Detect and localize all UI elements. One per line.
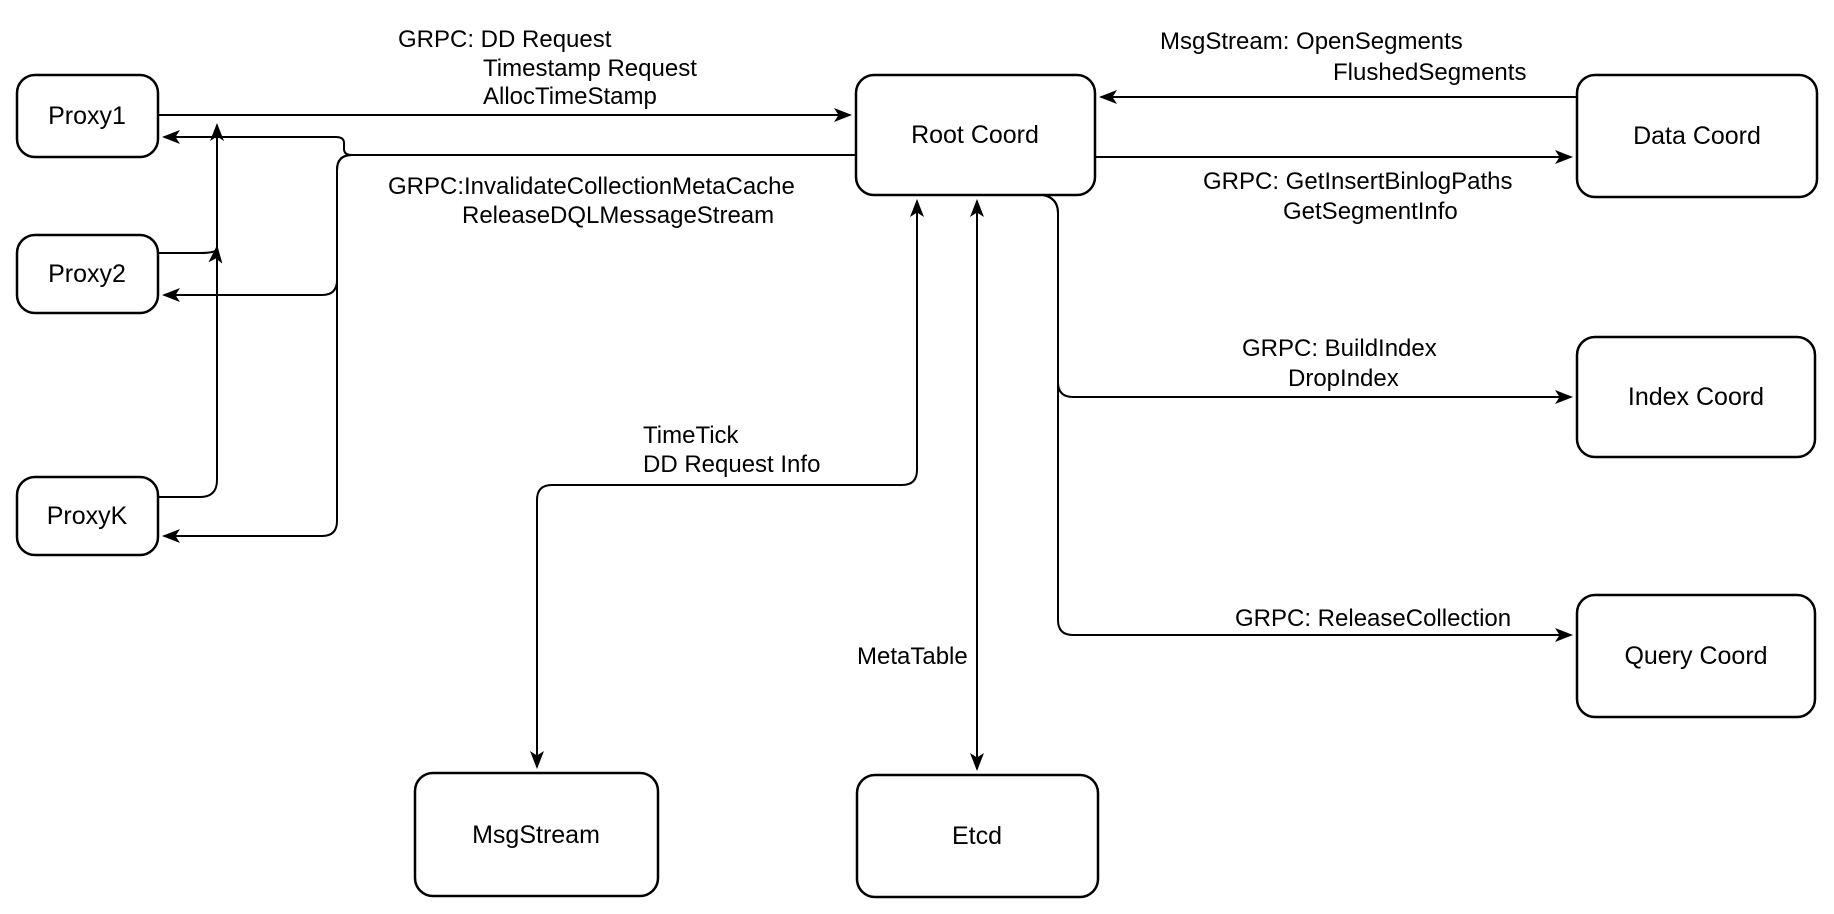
label-data-to-root: MsgStream: OpenSegments FlushedSegments	[1160, 28, 1526, 86]
query-coord-box	[1575, 593, 1817, 719]
root-coord-box	[854, 73, 1097, 197]
label-timestamp-request: Timestamp Request	[483, 55, 697, 82]
edge-rootcoord-to-proxyk	[162, 154, 856, 543]
index-coord-box	[1575, 335, 1817, 459]
label-root-to-data: GRPC: GetInsertBinlogPaths GetSegmentInf…	[1203, 168, 1512, 225]
etcd-box	[855, 773, 1100, 899]
edge-proxyk-to-request-line	[158, 123, 224, 498]
proxy1-box	[15, 73, 160, 159]
label-msgstream-opensegments: MsgStream: OpenSegments	[1160, 28, 1463, 55]
node-etcd: Etcd	[855, 773, 1100, 899]
node-query-coord: Query Coord	[1575, 593, 1817, 719]
label-root-to-etcd: MetaTable	[857, 643, 968, 670]
proxyk-label: ProxyK	[47, 502, 128, 530]
label-buildindex: GRPC: BuildIndex	[1242, 335, 1437, 362]
label-invalidate-collection-metacache: GRPC:InvalidateCollectionMetaCache	[388, 173, 795, 200]
label-flushedsegments: FlushedSegments	[1333, 59, 1526, 86]
label-release-dql-messagestream: ReleaseDQLMessageStream	[462, 202, 774, 229]
edge-rootcoord-msgstream	[530, 199, 924, 769]
proxy2-box	[15, 233, 160, 315]
msgstream-label: MsgStream	[472, 821, 600, 849]
label-getsegmentinfo: GetSegmentInfo	[1283, 198, 1458, 225]
label-root-to-index: GRPC: BuildIndex DropIndex	[1242, 335, 1437, 392]
proxy1-label: Proxy1	[48, 102, 126, 130]
edge-rootcoord-to-querycoord	[1042, 194, 1573, 642]
label-dd-request-info: DD Request Info	[643, 451, 820, 478]
label-grpc-dd-request: GRPC: DD Request	[398, 26, 612, 53]
label-alloctimestamp: AllocTimeStamp	[483, 83, 657, 110]
edge-rootcoord-to-proxy1	[162, 130, 856, 156]
node-data-coord: Data Coord	[1575, 73, 1819, 199]
index-coord-label: Index Coord	[1628, 383, 1764, 411]
root-coord-label: Root Coord	[911, 121, 1039, 149]
edge-proxy2-to-request-line	[158, 245, 223, 264]
node-index-coord: Index Coord	[1575, 335, 1817, 459]
node-msgstream: MsgStream	[413, 771, 660, 898]
proxy2-label: Proxy2	[48, 260, 126, 288]
label-getinsertbinlogpaths: GRPC: GetInsertBinlogPaths	[1203, 168, 1512, 195]
query-coord-label: Query Coord	[1624, 642, 1767, 670]
msgstream-box	[413, 771, 660, 898]
label-root-to-proxies: GRPC:InvalidateCollectionMetaCache Relea…	[388, 173, 795, 229]
label-dropindex: DropIndex	[1288, 365, 1399, 392]
node-proxy2: Proxy2	[15, 233, 160, 315]
node-proxyk: ProxyK	[15, 475, 160, 557]
node-root-coord: Root Coord	[854, 73, 1097, 197]
label-releasecollection: GRPC: ReleaseCollection	[1235, 605, 1511, 632]
label-root-to-msgstream: TimeTick DD Request Info	[643, 422, 820, 478]
etcd-label: Etcd	[952, 822, 1002, 850]
label-root-to-query: GRPC: ReleaseCollection	[1235, 605, 1511, 632]
label-metatable: MetaTable	[857, 643, 968, 670]
node-proxy1: Proxy1	[15, 73, 160, 159]
data-coord-label: Data Coord	[1633, 122, 1761, 150]
label-proxies-to-root: GRPC: DD Request Timestamp Request Alloc…	[398, 26, 697, 110]
data-coord-box	[1575, 73, 1819, 199]
proxyk-box	[15, 475, 160, 557]
label-timetick: TimeTick	[643, 422, 740, 449]
